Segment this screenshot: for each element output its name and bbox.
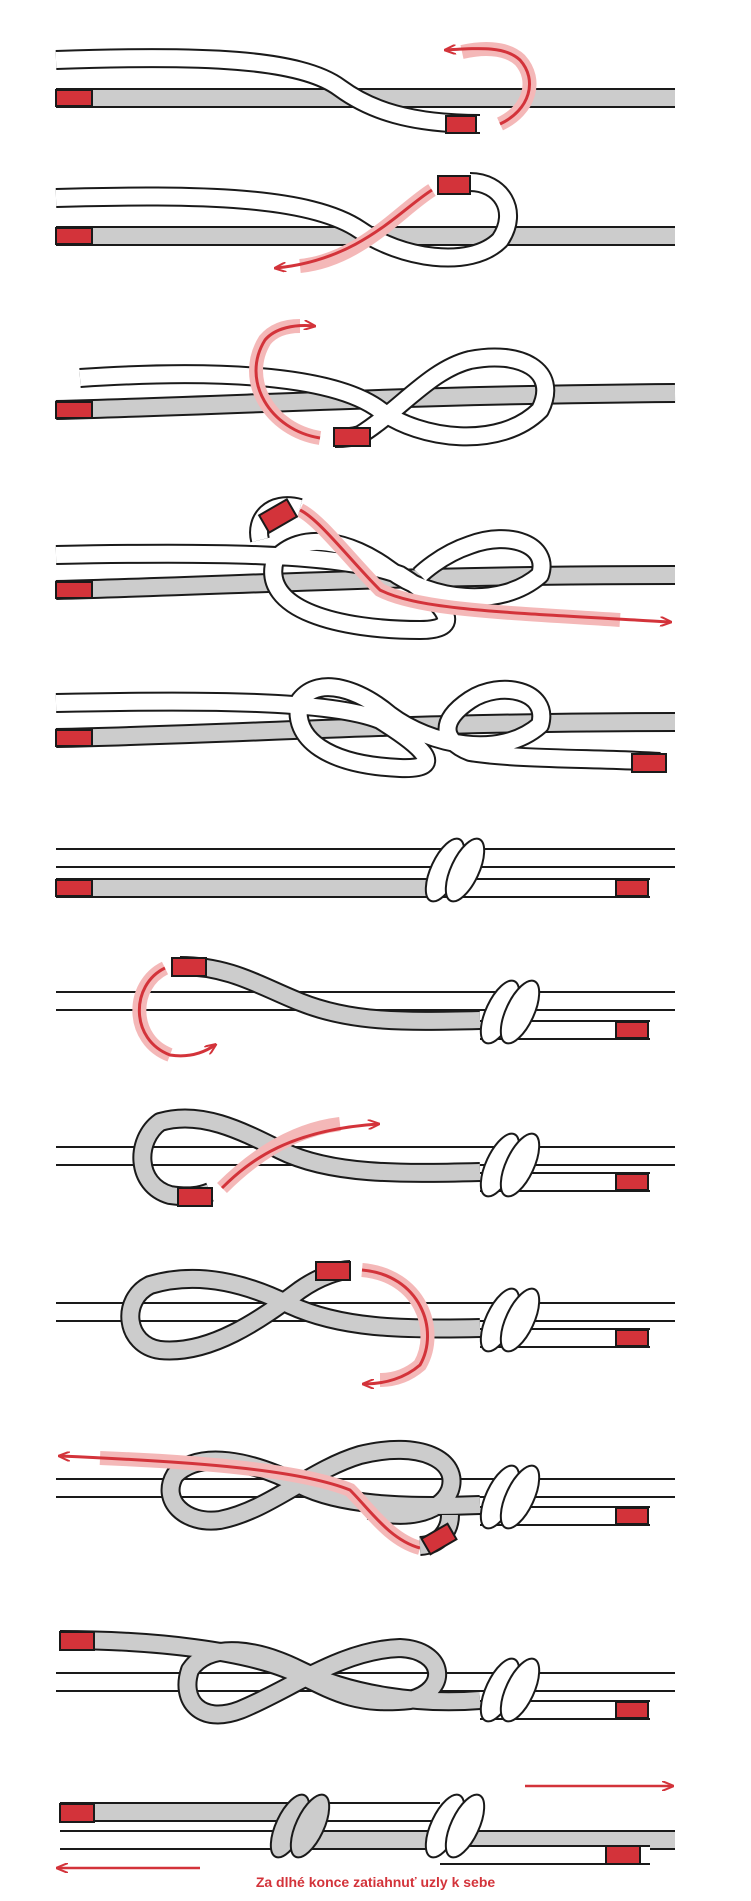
tight-knot — [424, 837, 486, 903]
grey-tight-knot — [269, 1793, 331, 1859]
white-rope — [55, 529, 552, 640]
grey-rope-end-tape — [55, 227, 93, 245]
grey-rope-end-tape — [55, 879, 93, 897]
white-rope — [55, 48, 481, 134]
step-10 — [56, 1439, 675, 1556]
grey-rope — [59, 1630, 481, 1725]
diagram-caption: Za dlhé konce zatiahnuť uzly k sebe — [255, 1874, 496, 1890]
step-9 — [56, 1260, 675, 1384]
step-8 — [56, 1108, 675, 1207]
step-6 — [55, 837, 675, 903]
step-11 — [56, 1630, 675, 1725]
grey-rope — [55, 565, 676, 600]
guide-arrow — [254, 326, 321, 440]
grey-rope — [55, 383, 676, 420]
step-7 — [56, 956, 675, 1062]
white-rope-end-tape — [615, 1507, 649, 1525]
step-4 — [55, 496, 676, 640]
grey-rope-end-tape — [420, 1522, 458, 1556]
guide-arrow — [299, 508, 670, 622]
guide-arrow — [276, 188, 433, 268]
white-rope-end-tape — [615, 1329, 649, 1347]
white-rope-end-tape — [257, 497, 299, 535]
white-rope-end-tape — [631, 753, 667, 773]
white-rope-end-tape — [615, 879, 649, 897]
white-rope-end-tape — [615, 1701, 649, 1719]
grey-rope-end-tape — [55, 401, 93, 419]
white-tight-knot — [424, 1793, 486, 1859]
step-3 — [55, 319, 676, 448]
step-5 — [55, 677, 676, 779]
grey-rope-end-tape — [55, 89, 93, 107]
grey-rope — [55, 712, 676, 748]
tight-knot — [479, 1132, 541, 1198]
grey-rope-end-tape — [55, 581, 93, 599]
grey-rope — [179, 956, 481, 1031]
step-12 — [58, 1786, 675, 1868]
grey-rope-end-tape — [59, 1803, 95, 1823]
grey-rope-end-tape — [171, 957, 207, 977]
guide-arrow — [137, 966, 215, 1058]
grey-rope — [60, 1802, 675, 1850]
guide-arrow — [361, 1268, 429, 1384]
grey-rope-end-tape — [59, 1631, 95, 1651]
white-rope — [60, 1802, 650, 1865]
white-rope-end-tape — [615, 1021, 649, 1039]
white-rope-end-tape — [445, 115, 477, 134]
white-rope-end-tape — [437, 175, 471, 195]
ghost-rope-path — [296, 503, 621, 627]
grey-rope-end-tape — [55, 729, 93, 747]
guide-arrow — [220, 1124, 378, 1190]
grey-rope — [132, 1108, 481, 1207]
tight-knot — [479, 979, 541, 1045]
guide-arrow — [60, 1456, 421, 1550]
white-rope-end-tape — [605, 1845, 641, 1865]
tight-knot — [479, 1657, 541, 1723]
white-rope — [79, 347, 556, 448]
white-rope — [55, 172, 519, 268]
white-rope — [55, 677, 661, 779]
grey-rope-end-tape — [315, 1261, 351, 1281]
grey-rope — [120, 1260, 481, 1361]
tight-knot — [479, 1464, 541, 1530]
grey-rope-end-tape — [177, 1187, 213, 1207]
grey-rope — [160, 1439, 481, 1531]
step-2 — [55, 172, 675, 268]
white-rope-end-tape — [615, 1173, 649, 1191]
ghost-rope-path — [132, 961, 173, 1062]
step-1 — [55, 42, 675, 134]
tight-knot — [479, 1287, 541, 1353]
white-rope-end-tape — [333, 427, 371, 447]
guide-arrow — [446, 49, 531, 126]
